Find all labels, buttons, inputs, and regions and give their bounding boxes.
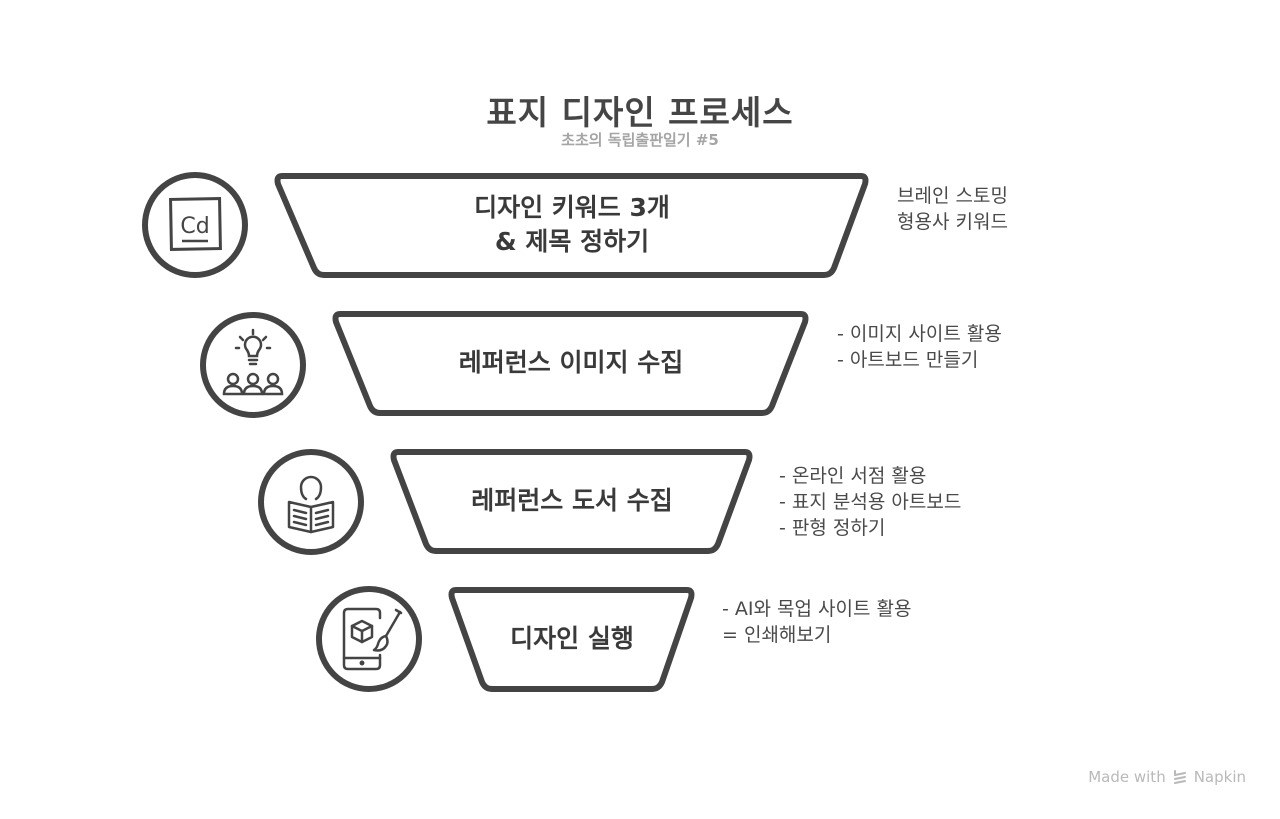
stage-3-icon-badge — [256, 447, 366, 557]
idea-team-icon — [200, 312, 306, 418]
note-item: - 판형 정하기 — [779, 517, 886, 539]
note-item: - AI와 목업 사이트 활용 — [722, 598, 912, 620]
note-item: - 온라인 서점 활용 — [779, 465, 927, 487]
note-item: - 표지 분석용 아트보드 — [779, 491, 962, 513]
page-subtitle: 초초의 독립출판일기 #5 — [561, 131, 719, 149]
stage-3-label: 레퍼런스 도서 수집 — [471, 486, 673, 515]
note-item: 형용사 키워드 — [897, 211, 1008, 233]
note-item: - 아트보드 만들기 — [837, 349, 979, 371]
napkin-brand-label: Napkin — [1193, 768, 1246, 786]
stage-4-funnel: 디자인 실행 — [446, 584, 698, 694]
note-item: = 인쇄해보기 — [722, 624, 832, 646]
svg-text:Cd: Cd — [180, 214, 209, 239]
stage-2-label: 레퍼런스 이미지 수집 — [458, 348, 684, 377]
stage-1-icon-badge: Cd — [140, 170, 250, 280]
mobile-3d-brush-icon — [316, 586, 422, 692]
reading-person-icon — [258, 449, 364, 555]
napkin-watermark: Made with Napkin — [1088, 768, 1246, 786]
stage-3-funnel: 레퍼런스 도서 수집 — [388, 446, 756, 556]
napkin-logo-icon — [1173, 770, 1186, 784]
design-app-cd-icon: Cd — [142, 172, 248, 278]
stage-2-notes: - 이미지 사이트 활용 - 아트보드 만들기 — [837, 321, 1002, 373]
stage-4-label: 디자인 실행 — [510, 624, 634, 653]
page-title: 표지 디자인 프로세스 — [486, 93, 794, 132]
made-with-label: Made with — [1088, 768, 1166, 786]
stage-4-icon-badge — [314, 584, 424, 694]
stage-1-label: 디자인 키워드 3개 & 제목 정하기 — [474, 193, 670, 256]
stage-1-notes: 브레인 스토밍 형용사 키워드 — [897, 183, 1008, 235]
stage-3-notes: - 온라인 서점 활용 - 표지 분석용 아트보드 - 판형 정하기 — [779, 463, 961, 541]
note-item: - 이미지 사이트 활용 — [837, 323, 1002, 345]
stage-4-notes: - AI와 목업 사이트 활용 = 인쇄해보기 — [722, 596, 911, 648]
stage-2-funnel: 레퍼런스 이미지 수집 — [330, 308, 812, 418]
stage-1-funnel: 디자인 키워드 3개 & 제목 정하기 — [272, 170, 872, 280]
note-item: 브레인 스토밍 — [897, 185, 1008, 207]
stage-2-icon-badge — [198, 310, 308, 420]
